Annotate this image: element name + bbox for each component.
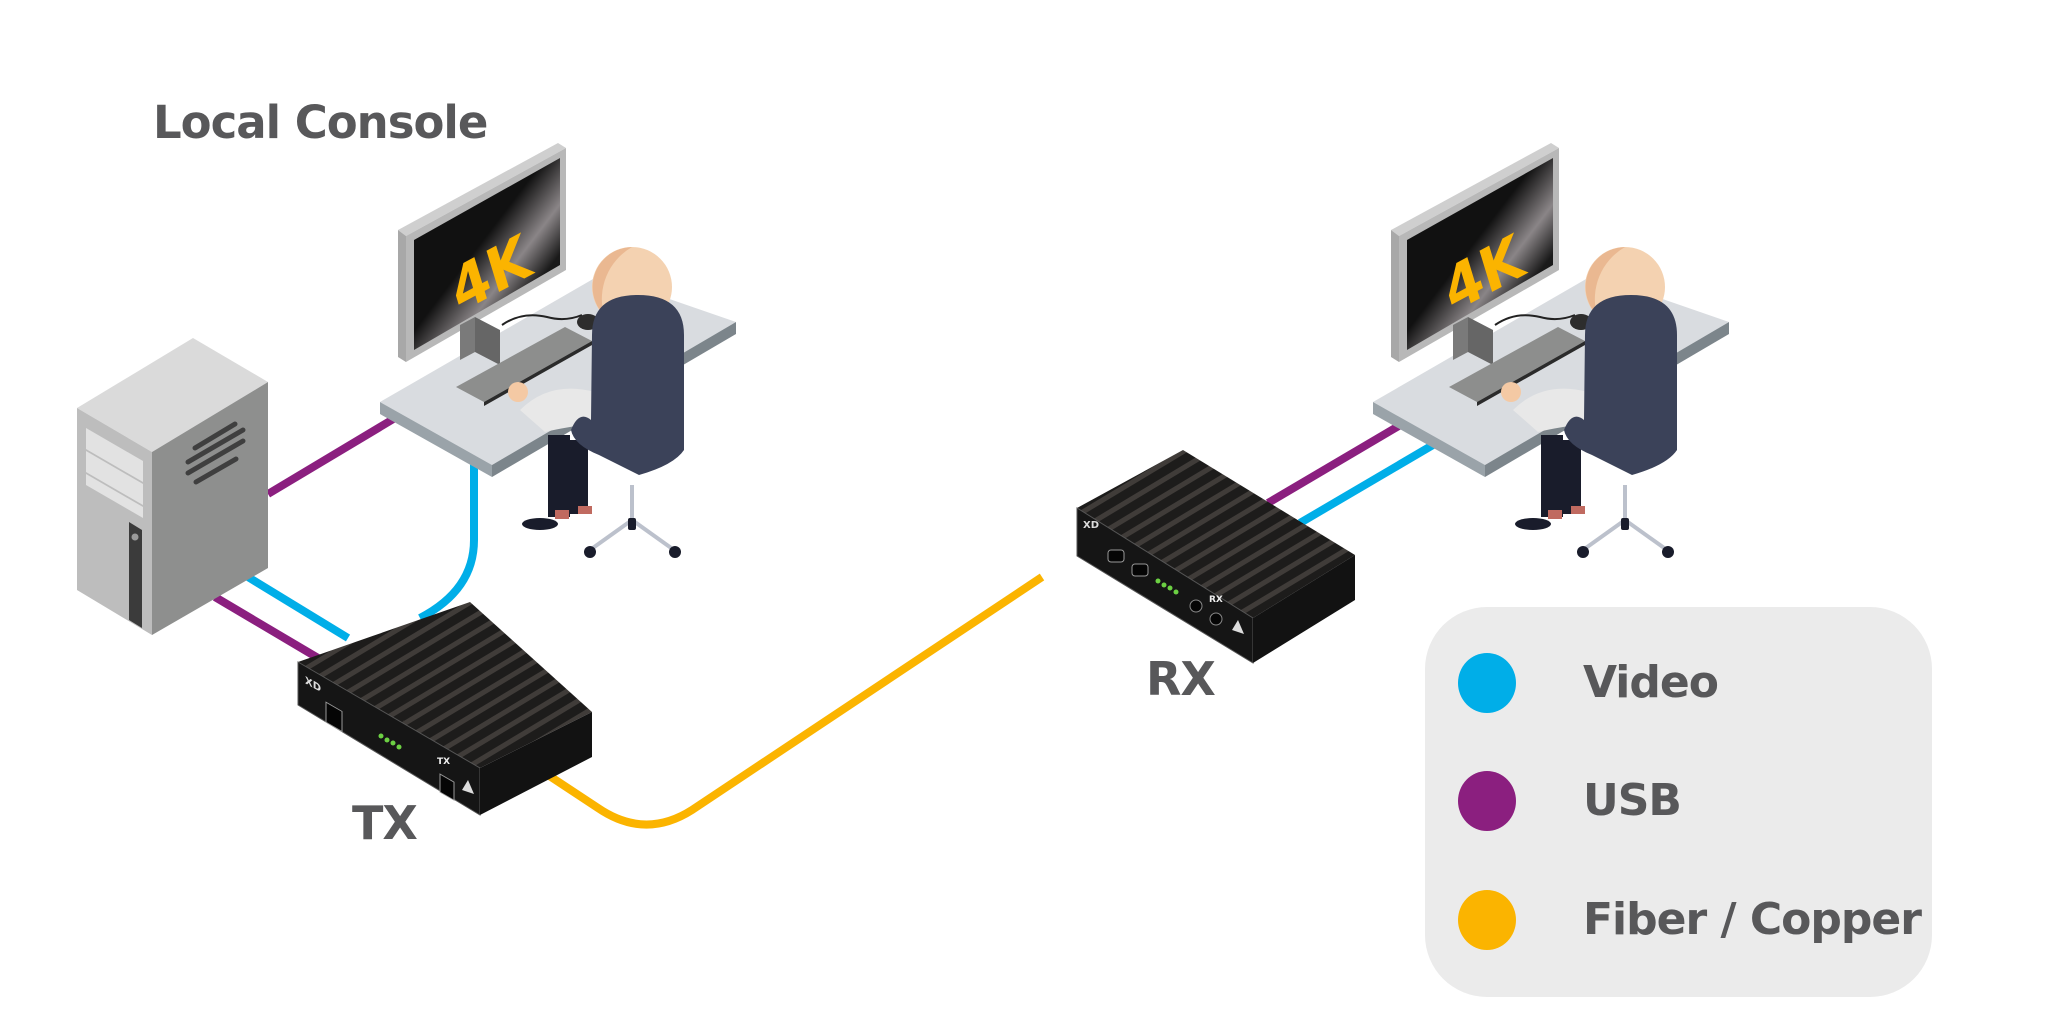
adder-logo-icon [462, 780, 474, 794]
legend-item-usb: USB [1425, 771, 1932, 831]
video-cable-tower-to-tx [245, 573, 351, 642]
legend-item-video: Video [1425, 653, 1932, 713]
local-console-title: Local Console [153, 96, 488, 149]
legend-label: USB [1583, 775, 1682, 826]
remote-workstation: 4K [1373, 143, 1729, 558]
cables [212, 414, 1441, 829]
video-cable-desk-to-tx [418, 460, 478, 622]
usb-cable-tower-to-desk [265, 414, 398, 498]
tx-status-leds [378, 733, 402, 750]
adder-logo-icon [1232, 620, 1244, 634]
monitor-icon: 4K [398, 143, 566, 365]
video-color-dot-icon [1458, 653, 1516, 713]
tx-label: TX [352, 796, 418, 850]
tx-badge-text: TX [437, 757, 450, 767]
fiber-cable-tx-to-rx [542, 573, 1045, 829]
usb-cable-rx-to-desk [1265, 420, 1405, 507]
legend: Video USB Fiber / Copper [1425, 607, 1932, 997]
fiber-color-dot-icon [1458, 890, 1516, 950]
monitor-icon: 4K [1391, 143, 1559, 365]
rx-status-leds [1155, 578, 1179, 595]
rx-extender-device: XD RX [1076, 450, 1355, 664]
computer-tower-icon [77, 338, 268, 635]
legend-label: Video [1583, 657, 1719, 708]
usb-cable-tower-to-tx [212, 593, 321, 662]
tx-extender-device: XD TX [297, 602, 592, 816]
legend-item-fiber-copper: Fiber / Copper [1425, 890, 1932, 950]
person-icon [1501, 247, 1677, 558]
video-cable-rx-to-desk [1297, 438, 1441, 527]
local-workstation: 4K [380, 143, 736, 558]
person-icon [508, 247, 684, 558]
rx-label: RX [1146, 652, 1216, 706]
rx-badge-text: RX [1209, 595, 1223, 605]
legend-label: Fiber / Copper [1583, 894, 1922, 945]
usb-color-dot-icon [1458, 771, 1516, 831]
rx-brand-text: XD [1083, 520, 1099, 531]
